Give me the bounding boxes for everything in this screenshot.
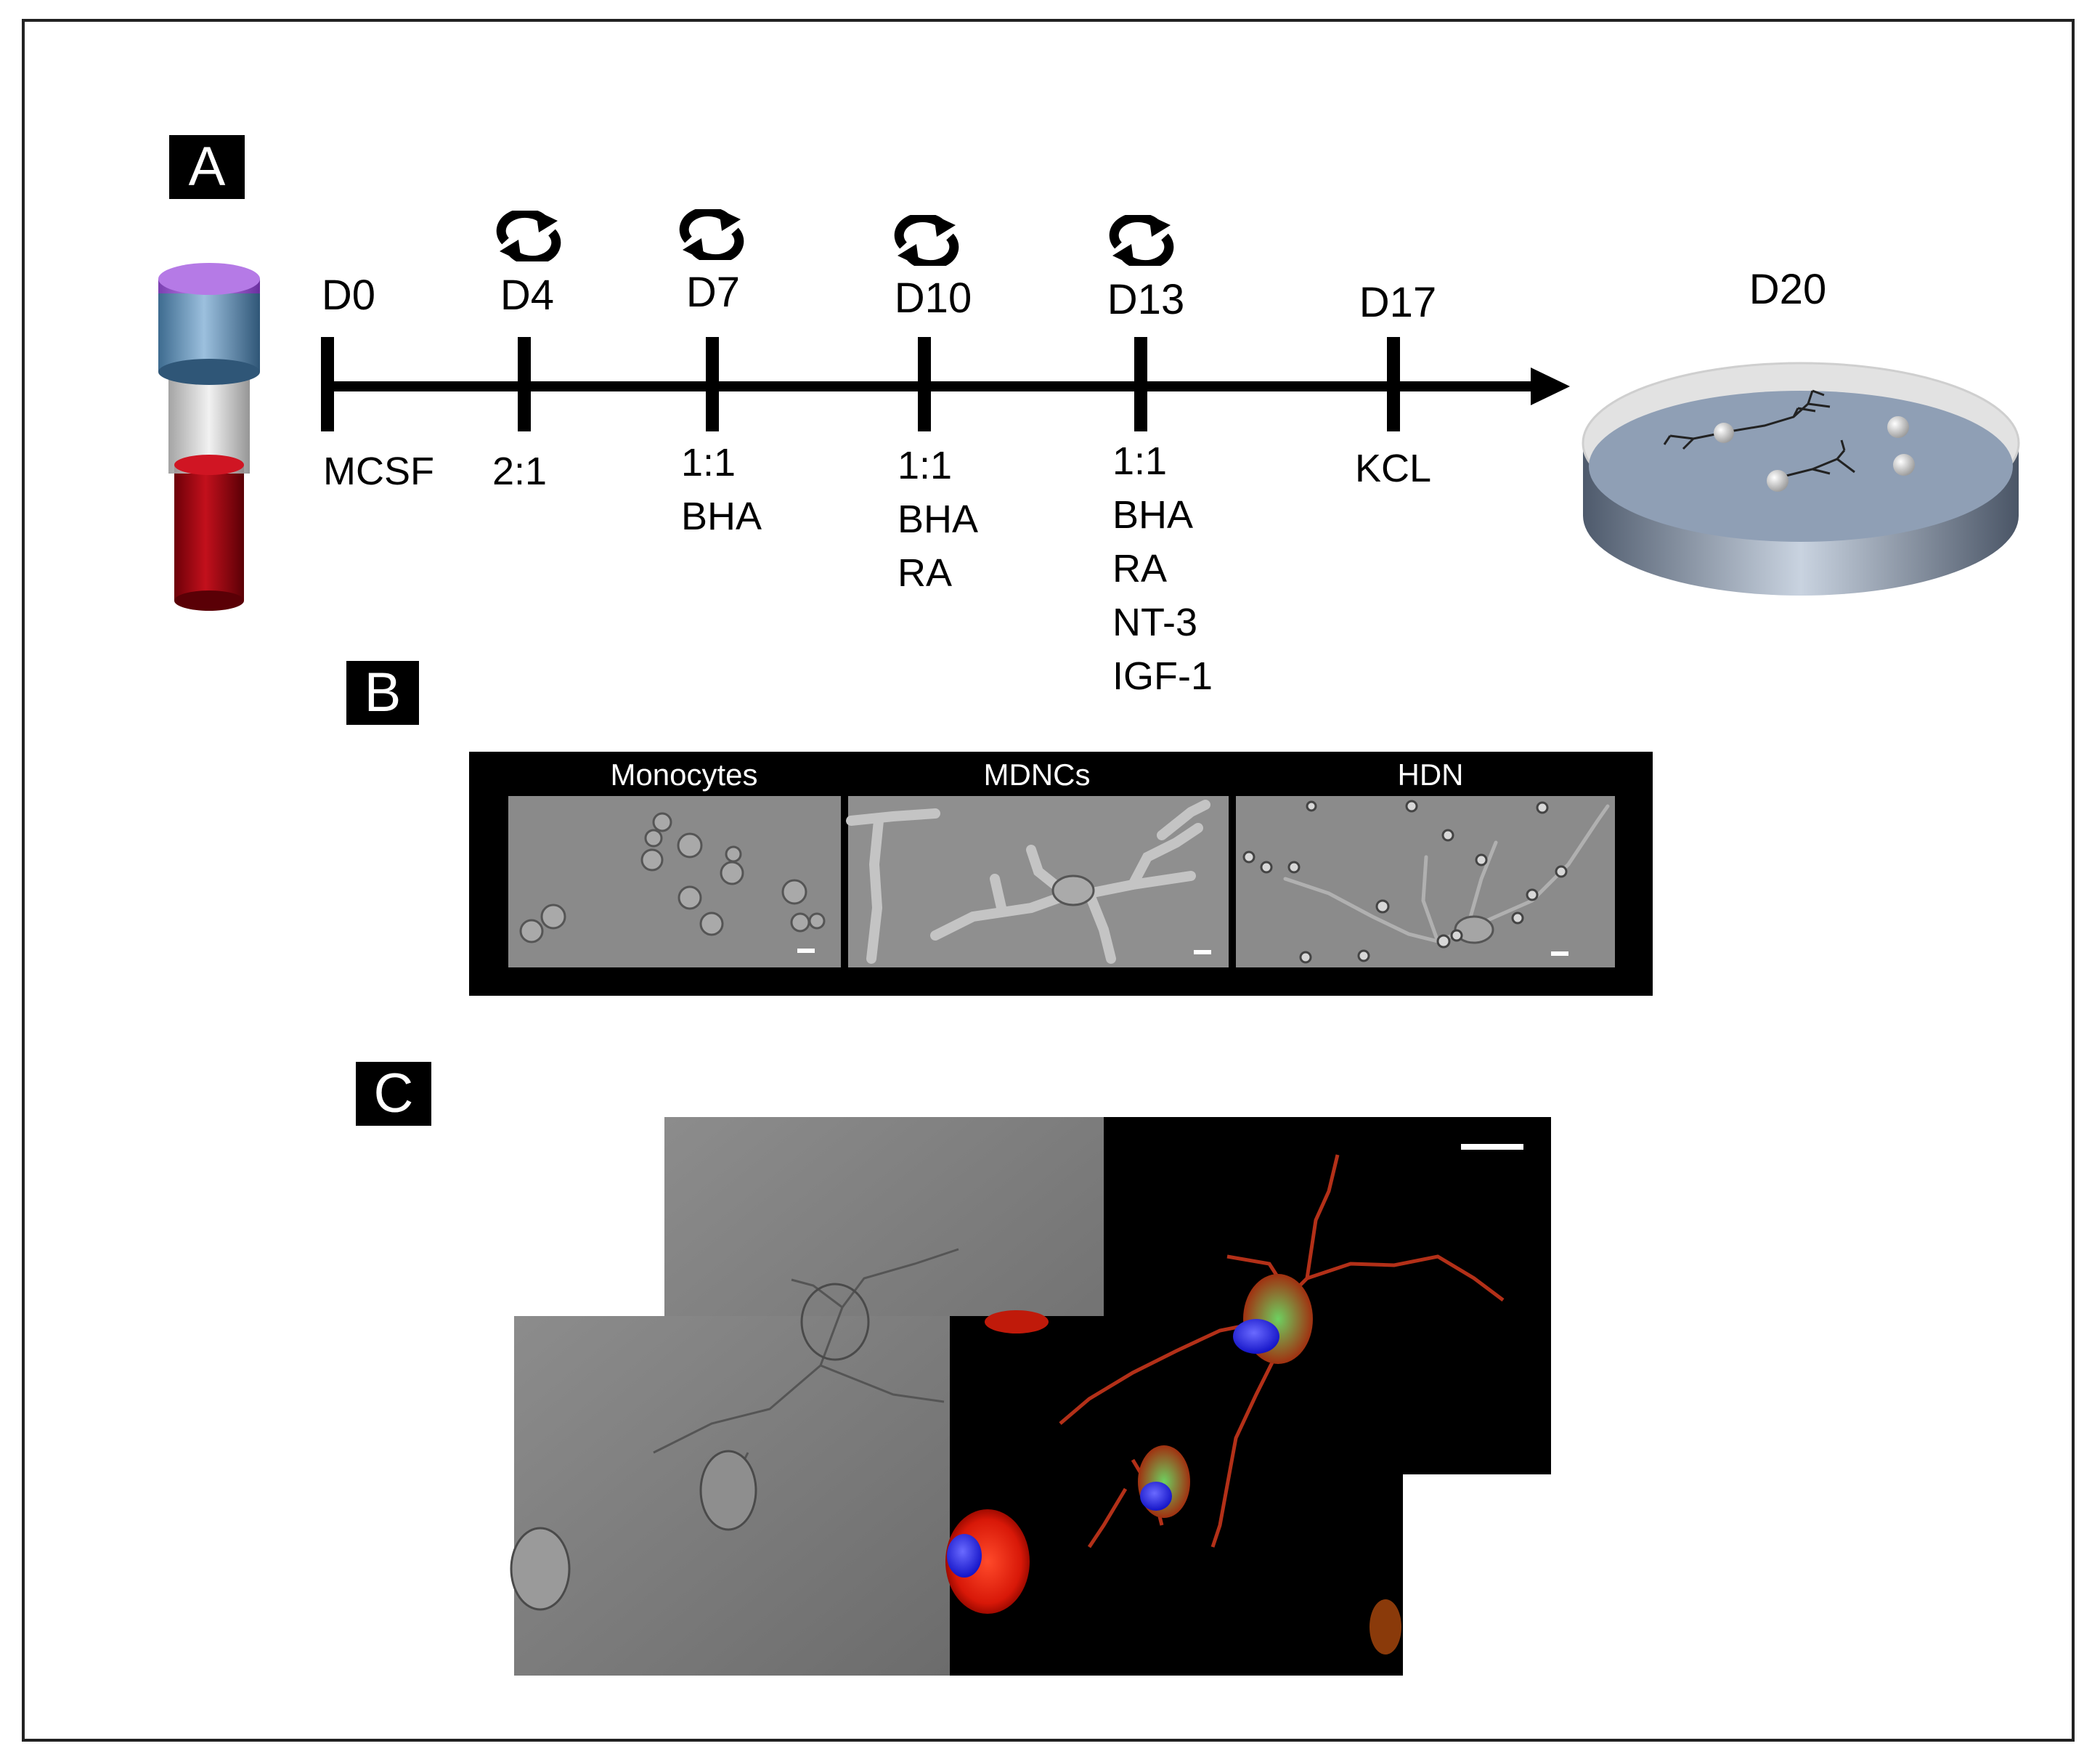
cycle-arrows-icon [1112,215,1171,266]
cycle-arrows-icon [500,211,558,261]
day-label-d20: D20 [1749,266,1827,313]
day-label-d0: D0 [321,272,376,319]
treatment-item: BHA [681,495,762,538]
treatment-item: RA [1112,547,1168,590]
immunostaining-composite [510,1117,1551,1676]
panel-label-a: A [169,135,245,199]
treatment-list-d13: 1:1 BHA RA NT-3 IGF-1 [1112,434,1213,703]
treatment-item: 1:1 [1112,439,1168,483]
micrograph-title-hdn: HDN [1397,758,1464,792]
treatment-item: 1:1 [681,441,736,484]
micrograph-title-mdncs: MDNCs [983,758,1091,792]
panel-label-c: C [356,1062,431,1126]
day-label-d4: D4 [500,272,555,319]
blood-tube-icon [158,263,260,611]
treatment-item: MCSF [323,450,434,493]
day-label-d10: D10 [894,275,972,322]
treatment-item: 2:1 [492,450,548,493]
treatment-item: NT-3 [1112,601,1198,644]
panel-label-b: B [346,661,419,725]
treatment-item: IGF-1 [1112,654,1213,698]
treatment-list-d7: 1:1 BHA [681,436,762,543]
micrograph-mdncs [846,796,1229,967]
treatment-item: KCL [1355,447,1432,490]
treatment-list-d17: KCL [1355,442,1431,495]
treatment-item: 1:1 [898,444,953,487]
treatment-list-d4: 2:1 [492,444,547,498]
scale-bar [1461,1144,1523,1150]
treatment-item: BHA [898,498,979,541]
treatment-item: RA [898,551,953,595]
day-label-d7: D7 [685,269,741,316]
micrograph-hdn [1236,796,1615,967]
timeline-axis [321,337,1570,431]
micrograph-title-monocytes: Monocytes [610,758,758,792]
figure-frame [22,19,2075,1742]
treatment-item: BHA [1112,493,1194,537]
micrograph-monocytes [508,796,841,967]
petri-dish-icon [1582,362,2020,596]
treatment-list-d0: MCSF [323,444,434,498]
cycle-arrows-icon [683,209,741,260]
cycle-arrows-icon [898,215,956,266]
micrograph-strip [469,752,1653,996]
day-label-d13: D13 [1107,276,1185,323]
treatment-list-d10: 1:1 BHA RA [898,439,978,600]
day-label-d17: D17 [1359,279,1437,326]
